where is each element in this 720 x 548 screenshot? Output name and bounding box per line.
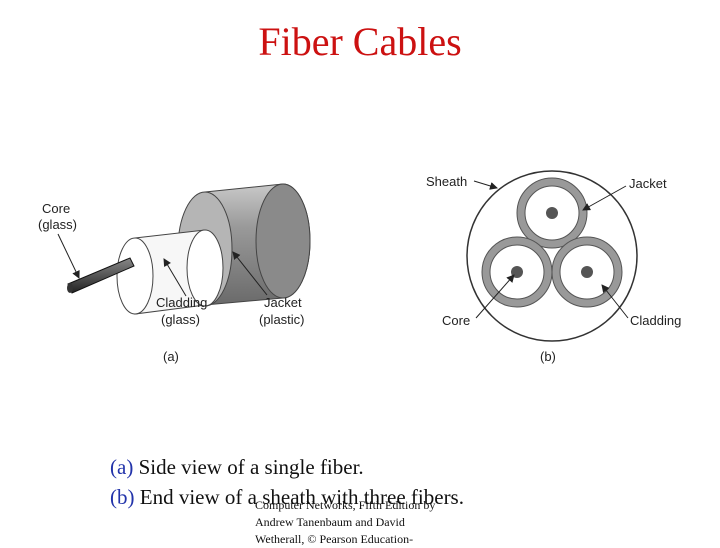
footer-line-2: Andrew Tanenbaum and David — [255, 515, 405, 529]
footer-credit: Computer Networks, Fifth Edition by Andr… — [255, 497, 475, 548]
caption-a: (a) Side view of a single fiber. — [110, 455, 364, 480]
caption-a-text: Side view of a single fiber. — [133, 455, 364, 479]
fiber-top — [516, 177, 588, 249]
caption-b: (b) End view of a sheath with three fibe… — [110, 485, 464, 510]
jacket-end-label: Jacket — [629, 176, 667, 191]
end-view: Sheath Jacket Core Cladding (b) — [426, 170, 681, 364]
core-end-label: Core — [442, 313, 470, 328]
cladding-end — [116, 237, 154, 315]
jacket-end — [255, 183, 311, 299]
jacket-label: Jacket — [264, 295, 302, 310]
slide-title: Fiber Cables — [258, 19, 462, 64]
cladding-label-sub: (glass) — [161, 312, 200, 327]
jacket-label-sub: (plastic) — [259, 312, 305, 327]
end-view-tag: (b) — [540, 349, 556, 364]
footer-line-1: Computer Networks, Fifth Edition by — [255, 498, 436, 512]
core-label: Core — [42, 201, 70, 216]
sheath-label: Sheath — [426, 174, 467, 189]
core-label-sub: (glass) — [38, 217, 77, 232]
side-view-tag: (a) — [163, 349, 179, 364]
caption-b-text: End view of a sheath with three fibers. — [134, 485, 464, 509]
cladding-end-label: Cladding — [630, 313, 681, 328]
cladding-label: Cladding — [156, 295, 207, 310]
fiber-left — [481, 236, 553, 308]
side-view: Core (glass) Cladding (glass) Jacket (pl… — [38, 183, 311, 364]
caption-b-prefix: (b) — [110, 485, 135, 509]
caption-a-prefix: (a) — [110, 455, 134, 479]
